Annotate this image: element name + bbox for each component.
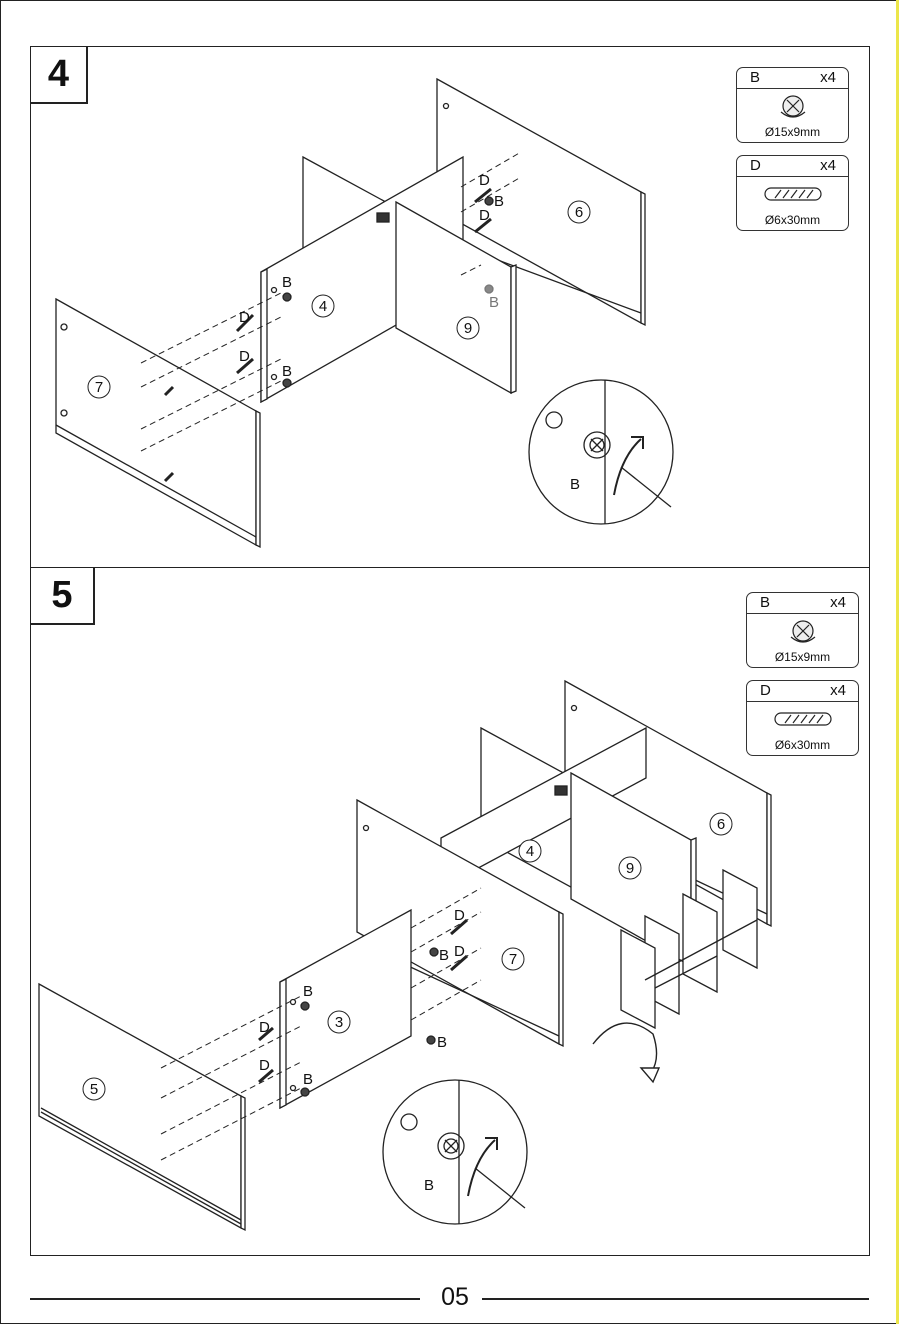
panel-label-3: 3 (335, 1014, 343, 1031)
hardware-box-b: B x4 Ø15x9mm (746, 592, 859, 668)
callout: B (303, 983, 313, 1000)
hardware-box-d: D x4 Ø6x30mm (736, 155, 849, 231)
callout: D (259, 1019, 270, 1036)
hardware-letter: D (750, 156, 761, 176)
callout: D (239, 309, 250, 326)
detail-label: B (570, 476, 580, 493)
panel-label-7: 7 (509, 951, 517, 968)
wood-dowel-icon (747, 703, 860, 735)
callout: D (479, 172, 490, 189)
callout: B (437, 1034, 447, 1051)
callout: B (282, 274, 292, 291)
hardware-qty: x4 (830, 593, 846, 613)
panel-label-4: 4 (319, 298, 327, 315)
hardware-size: Ø6x30mm (747, 738, 858, 752)
hardware-qty: x4 (820, 156, 836, 176)
callout: D (454, 907, 465, 924)
hardware-letter: D (760, 681, 771, 701)
callout: B (303, 1071, 313, 1088)
callout: D (239, 348, 250, 365)
detail-label: B (424, 1177, 434, 1194)
hardware-size: Ø6x30mm (737, 213, 848, 227)
hardware-letter: B (760, 593, 770, 613)
hardware-size: Ø15x9mm (747, 650, 858, 664)
callout: D (479, 207, 490, 224)
hardware-box-d: D x4 Ø6x30mm (746, 680, 859, 756)
footer-rule-left (30, 1298, 420, 1300)
hardware-letter: B (750, 68, 760, 88)
step-5-labels: 5 3 7 4 9 6 B D D B D B D B B (31, 568, 871, 1257)
hardware-box-b: B x4 Ø15x9mm (736, 67, 849, 143)
step-4-panel: 4 (30, 46, 870, 568)
panel-label-4: 4 (526, 843, 534, 860)
hardware-qty: x4 (820, 68, 836, 88)
callout: D (454, 943, 465, 960)
footer-rule-right (482, 1298, 869, 1300)
callout: D (259, 1057, 270, 1074)
page-number: 05 (425, 1282, 485, 1312)
callout: B (489, 294, 499, 311)
hardware-qty: x4 (830, 681, 846, 701)
panel-label-6: 6 (575, 204, 583, 221)
cam-lock-icon (737, 90, 850, 122)
callout: B (282, 363, 292, 380)
hardware-size: Ø15x9mm (737, 125, 848, 139)
callout: B (439, 947, 449, 964)
panel-label-7: 7 (95, 379, 103, 396)
panel-label-9: 9 (626, 860, 634, 877)
callout: B (494, 193, 504, 210)
panel-label-6: 6 (717, 816, 725, 833)
cam-lock-icon (747, 615, 860, 647)
panel-label-9: 9 (464, 320, 472, 337)
panel-label-5: 5 (90, 1081, 98, 1098)
step-5-panel: 5 (30, 567, 870, 1256)
wood-dowel-icon (737, 178, 850, 210)
